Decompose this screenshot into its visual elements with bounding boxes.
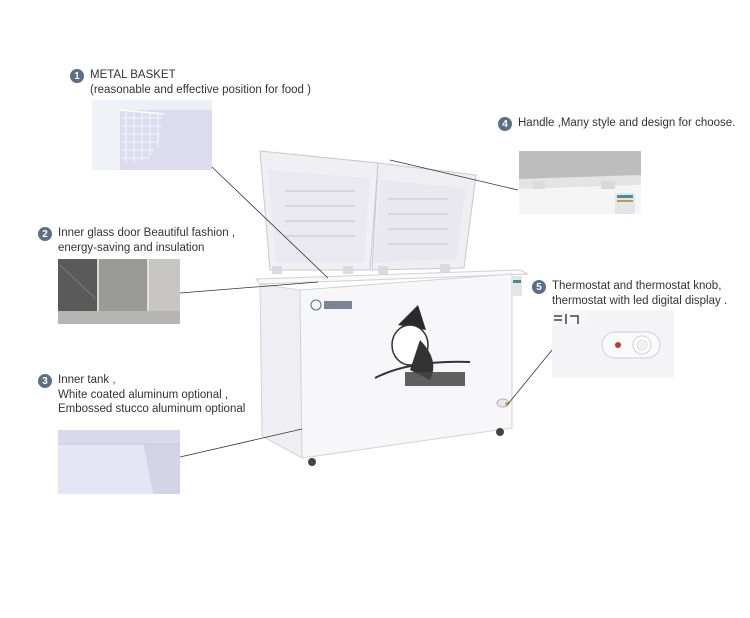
- leader-line-3: [179, 428, 303, 458]
- callout-line: Embossed stucco aluminum optional: [58, 403, 246, 415]
- callout-text: Inner glass door Beautiful fashion , ene…: [58, 226, 235, 255]
- callout-number-badge: 1: [70, 69, 84, 83]
- inner-tank-photo: [58, 430, 180, 494]
- thermostat-photo: [552, 310, 674, 378]
- callout-text: Inner tank , White coated aluminum optio…: [58, 373, 245, 417]
- callout-number-badge: 2: [38, 227, 52, 241]
- callout-line: METAL BASKET: [90, 69, 176, 81]
- callout-line: Thermostat and thermostat knob,: [552, 280, 722, 292]
- callout-2: 2 Inner glass door Beautiful fashion , e…: [38, 226, 235, 255]
- callout-5: 5 Thermostat and thermostat knob, thermo…: [532, 279, 727, 308]
- callout-line: thermostat with led digital display .: [552, 294, 728, 307]
- leader-line-1: [211, 166, 329, 279]
- callout-line: Inner tank ,: [58, 374, 116, 386]
- metal-basket-photo: [92, 100, 212, 170]
- callout-line: energy-saving and insulation: [58, 241, 205, 254]
- callout-3: 3 Inner tank , White coated aluminum opt…: [38, 373, 245, 417]
- callout-text: METAL BASKET (reasonable and effective p…: [90, 68, 311, 97]
- leader-line-2: [179, 281, 319, 294]
- callout-text: Thermostat and thermostat knob, thermost…: [552, 279, 727, 308]
- leader-line-5: [507, 349, 553, 405]
- glass-door-photo: [58, 259, 180, 324]
- callout-number-badge: 5: [532, 280, 546, 294]
- callout-number-badge: 4: [498, 117, 512, 131]
- handle-photo: [519, 151, 641, 214]
- callout-line: Handle ,Many style and design for choose…: [518, 117, 736, 129]
- callout-number-badge: 3: [38, 374, 52, 388]
- callout-line: Inner glass door Beautiful fashion ,: [58, 227, 236, 239]
- callout-1: 1 METAL BASKET (reasonable and effective…: [70, 68, 311, 97]
- callout-line: White coated aluminum optional ,: [58, 388, 229, 401]
- leader-line-4: [389, 159, 519, 191]
- callout-line: (reasonable and effective position for f…: [90, 83, 311, 96]
- callout-text: Handle ,Many style and design for choose…: [518, 116, 735, 131]
- callout-4: 4 Handle ,Many style and design for choo…: [498, 116, 735, 131]
